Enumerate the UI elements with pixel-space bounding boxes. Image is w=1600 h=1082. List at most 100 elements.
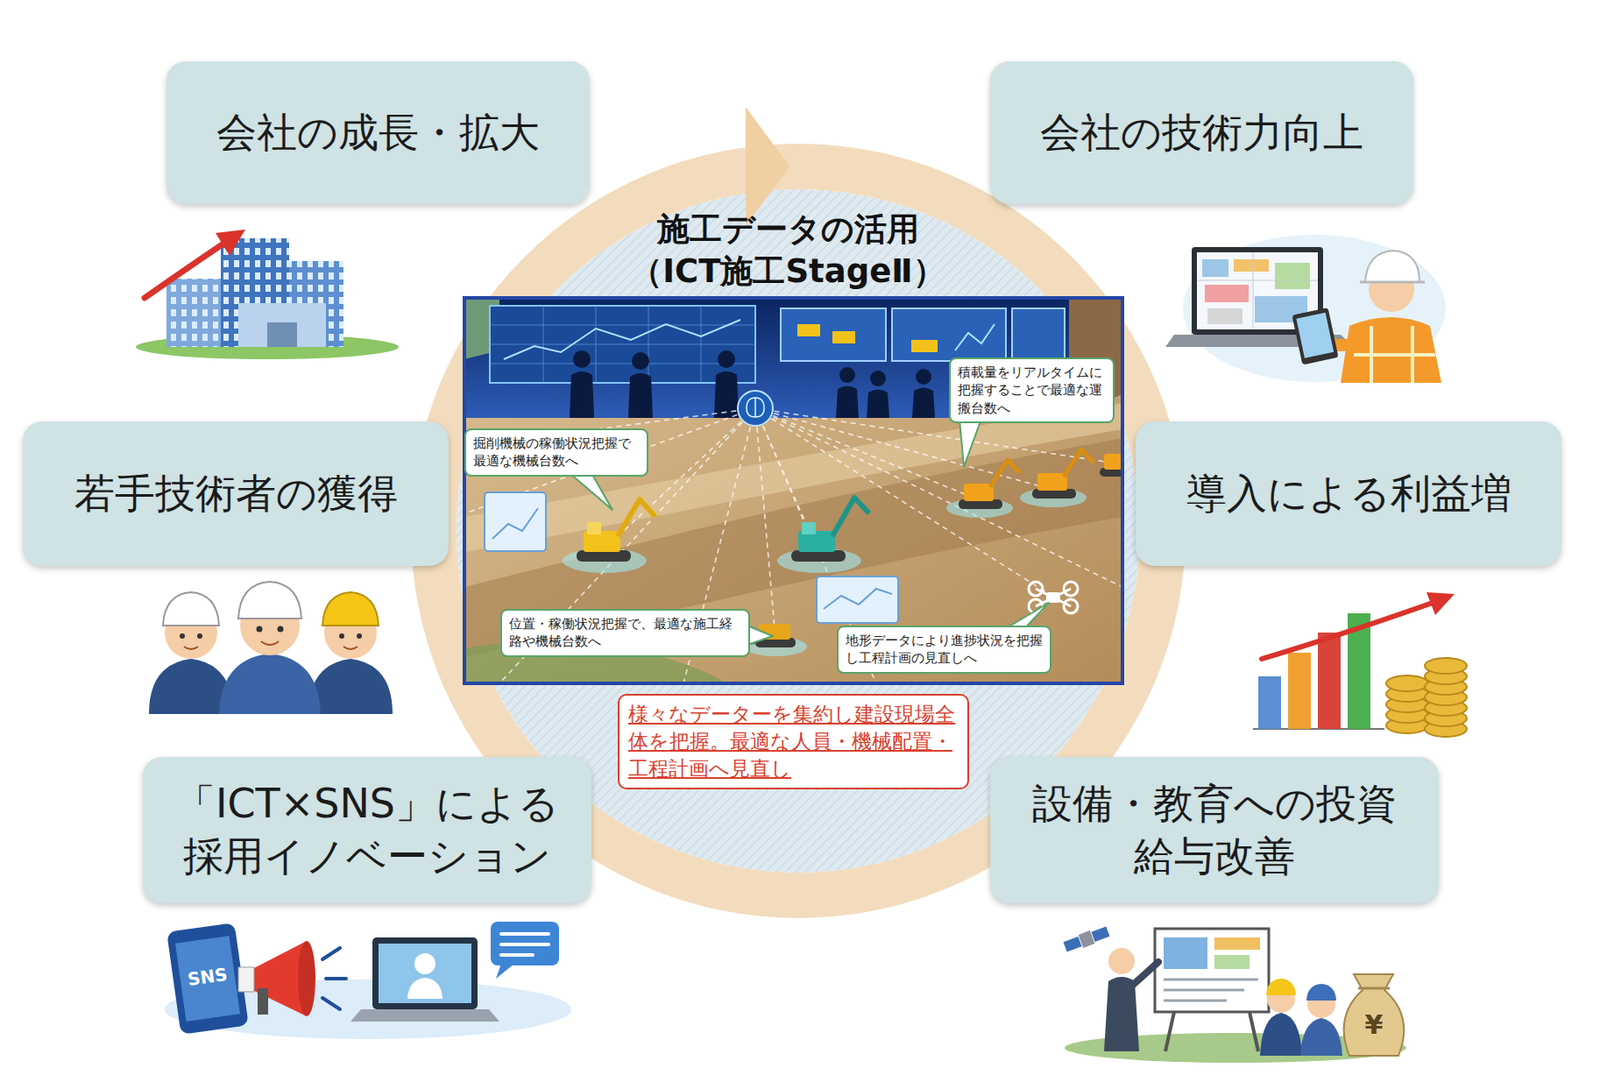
profit-icon-part: [1258, 676, 1282, 730]
callout-box: 積載量をリアルタイムに把握することで最適な運搬台数へ: [948, 357, 1115, 424]
site-illustration-part: [946, 498, 1013, 518]
site-illustration-part: [816, 576, 899, 624]
cycle-title: 施工データの活用: [410, 208, 1165, 251]
site-illustration-part: [990, 460, 1020, 488]
site-illustration-part-part: [755, 408, 980, 501]
site-illustration-part-part: [489, 325, 756, 326]
sns-icon: [164, 921, 572, 1040]
engineer-icon-part: [1207, 308, 1243, 325]
investment-icon-part: [1266, 978, 1296, 996]
site-illustration-part-part: [489, 344, 756, 346]
investment-icon-part-part: [1078, 930, 1096, 949]
profit-icon-part: [1386, 658, 1467, 737]
workers-icon-part-part: [179, 633, 185, 639]
engineer-icon-part: [1274, 262, 1310, 290]
site-illustration-part-part: [700, 305, 702, 383]
site-illustration-part-part: [717, 350, 736, 369]
investment-icon-part: [1214, 937, 1261, 950]
site-illustration-part-part: [870, 370, 886, 387]
investment-icon-part: [1260, 1012, 1303, 1056]
engineer-icon-part-part: [1410, 325, 1415, 383]
investment-icon-part: [1154, 928, 1269, 1013]
workers-icon-part: [219, 653, 321, 715]
callout-box: 位置・稼働状況把握で、最適な施工経路や機械台数へ: [500, 608, 751, 658]
profit-icon-part: [1426, 592, 1455, 616]
theme-text: 「ICT×SNS」による 採用イノベーション: [169, 778, 566, 884]
engineer-icon-part-part: [1369, 325, 1374, 383]
site-illustration-part-part: [755, 408, 1123, 588]
investment-icon-part: [1306, 984, 1337, 1001]
cycle-arrowhead: [745, 106, 790, 227]
site-illustration-part: [464, 297, 1123, 684]
workers-icon-part: [162, 592, 220, 626]
workers-icon-part-part: [256, 626, 263, 633]
callout-text: 位置・稼働状況把握で、最適な施工経路や機械台数へ: [509, 615, 742, 652]
site-illustration-part: [503, 319, 741, 360]
engineer-icon-part: [1233, 259, 1269, 272]
theme-box: 若手技術者の獲得: [22, 421, 449, 567]
workers-icon-part: [322, 592, 379, 626]
engineer-icon-part: [1365, 250, 1420, 283]
profit-icon-part-part: [1386, 675, 1429, 692]
site-illustration-part-part: [543, 305, 545, 383]
sns-icon-part: [501, 934, 549, 956]
profit-icon: [1253, 592, 1467, 737]
cycle-title: （ICT施工StageⅡ）: [410, 250, 1165, 293]
engineer-icon-part: [1202, 259, 1229, 277]
sns-icon-part: [495, 963, 515, 979]
site-illustration-part-part: [1063, 581, 1078, 596]
theme-text: 会社の成長・拡大: [216, 106, 540, 160]
profit-icon-part: [1261, 602, 1433, 659]
site-illustration-part: [797, 324, 821, 337]
site-illustration-part: [892, 308, 1006, 362]
site-illustration-part-part: [648, 305, 650, 383]
sns-icon-part-part: [325, 976, 347, 981]
title-group: 施工データの活用（ICT施工StageⅡ）: [410, 208, 1165, 293]
sns-icon-part: [238, 967, 255, 992]
site-illustration: [464, 297, 1123, 684]
callout-text: 積載量をリアルタイムに把握することで最適な運搬台数へ: [957, 363, 1106, 418]
workers-icon: [148, 581, 393, 715]
workers-icon-part-part: [184, 646, 199, 650]
sns-icon-part-part: [501, 953, 533, 957]
engineer-icon-part: [1291, 307, 1339, 365]
callout-tail-part: [569, 473, 613, 510]
investment-icon-part-part: [1163, 999, 1227, 1003]
investment-icon-part-part: [1163, 989, 1245, 992]
sns-icon-part: [407, 977, 443, 999]
investment-icon-part: [1214, 955, 1250, 970]
growth-icon-part: [166, 278, 221, 347]
workers-icon-part-part: [343, 646, 358, 650]
investment-icon-part: [1163, 937, 1208, 970]
callout-box: 掘削機械の稼働状況把握で最適な機械台数へ: [464, 428, 649, 477]
profit-icon-part-part: [1424, 658, 1467, 674]
profit-icon-part: [1288, 652, 1311, 730]
theme-text: 会社の技術力向上: [1040, 106, 1364, 160]
workers-icon-part-part: [356, 633, 362, 639]
sns-icon-part: [378, 943, 472, 1004]
illustration-frame: [464, 297, 1123, 684]
engineer-icon: [1165, 234, 1446, 383]
site-illustration-part-part: [573, 350, 591, 369]
sns-icon-part: [372, 937, 478, 1010]
callout-tail-part: [959, 418, 982, 468]
growth-icon-part: [166, 278, 221, 347]
site-illustration-part: [587, 522, 602, 535]
site-illustration-part-part: [912, 388, 935, 419]
site-illustration-part-part: [569, 371, 595, 418]
investment-icon-part: [1300, 1018, 1343, 1056]
sns-icon-part: [490, 921, 560, 966]
workers-icon-part: [184, 641, 358, 650]
sns-icon-part: [297, 941, 316, 1017]
investment-icon-part: [1163, 979, 1259, 1001]
site-illustration-part: [492, 508, 539, 539]
growth-icon-part: [238, 303, 326, 347]
site-illustration-part-part: [755, 408, 1054, 597]
currency-symbol: ¥: [1365, 1012, 1384, 1039]
theme-box: 設備・教育への投資 給与改善: [990, 757, 1439, 904]
site-illustration-part: [832, 331, 856, 344]
theme-box: 会社の技術力向上: [990, 61, 1414, 205]
investment-icon-part-part: [1063, 936, 1083, 952]
site-illustration-part-part: [631, 352, 650, 370]
site-illustration-part-part: [595, 305, 597, 383]
